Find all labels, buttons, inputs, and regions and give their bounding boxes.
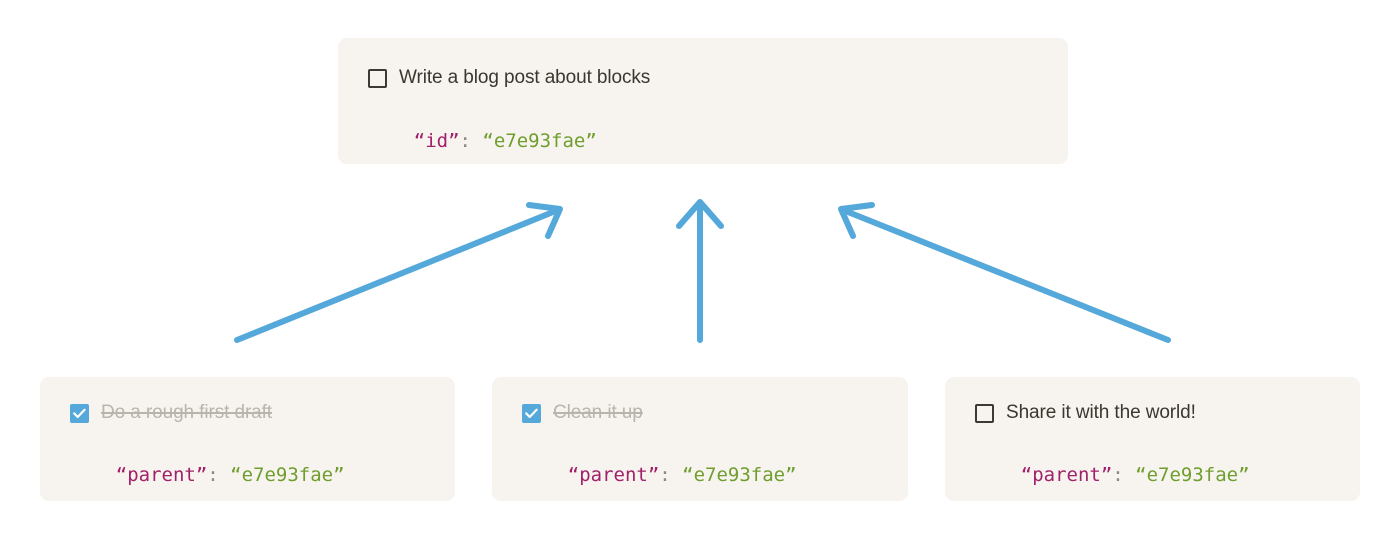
parent-task-line: Write a blog post about blocks bbox=[368, 66, 1068, 90]
parent-task-label: Write a blog post about blocks bbox=[399, 67, 651, 88]
arrow-child-3-to-parent bbox=[838, 202, 1171, 343]
child-code-line: “parent”: “e7e93fae” bbox=[975, 439, 1360, 511]
child-task-card[interactable]: Do a rough first draft “parent”: “e7e93f… bbox=[40, 377, 455, 501]
child-task-line: Do a rough first draft bbox=[70, 401, 455, 425]
child-code-line: “parent”: “e7e93fae” bbox=[70, 439, 455, 511]
parent-code-line: “id”: “e7e93fae” bbox=[368, 105, 1068, 177]
code-key: “id” bbox=[413, 130, 460, 152]
child-task-line: Clean it up bbox=[522, 401, 908, 425]
checkbox-empty-icon[interactable] bbox=[368, 68, 387, 88]
child-task-label: Clean it up bbox=[553, 402, 643, 423]
arrow-child-1-to-parent bbox=[234, 202, 563, 343]
arrow-child-2-to-parent bbox=[676, 199, 724, 343]
code-key: “parent” bbox=[115, 464, 208, 486]
code-value: “e7e93fae” bbox=[482, 130, 597, 152]
code-punct: : bbox=[207, 464, 231, 486]
child-task-label: Do a rough first draft bbox=[101, 402, 272, 423]
checkbox-checked-icon[interactable] bbox=[522, 403, 541, 423]
code-punct: : bbox=[459, 130, 483, 152]
code-value: “e7e93fae” bbox=[682, 464, 797, 486]
code-key: “parent” bbox=[1020, 464, 1113, 486]
child-task-card[interactable]: Clean it up “parent”: “e7e93fae” bbox=[492, 377, 908, 501]
code-punct: : bbox=[659, 464, 683, 486]
checkbox-checked-icon[interactable] bbox=[70, 403, 89, 423]
code-value: “e7e93fae” bbox=[230, 464, 345, 486]
checkbox-empty-icon[interactable] bbox=[975, 403, 994, 423]
code-key: “parent” bbox=[567, 464, 660, 486]
child-task-line: Share it with the world! bbox=[975, 401, 1360, 425]
child-task-card[interactable]: Share it with the world! “parent”: “e7e9… bbox=[945, 377, 1360, 501]
parent-task-card[interactable]: Write a blog post about blocks “id”: “e7… bbox=[338, 38, 1068, 164]
code-value: “e7e93fae” bbox=[1135, 464, 1250, 486]
code-punct: : bbox=[1112, 464, 1136, 486]
child-task-label: Share it with the world! bbox=[1006, 402, 1196, 423]
child-code-line: “parent”: “e7e93fae” bbox=[522, 439, 908, 511]
